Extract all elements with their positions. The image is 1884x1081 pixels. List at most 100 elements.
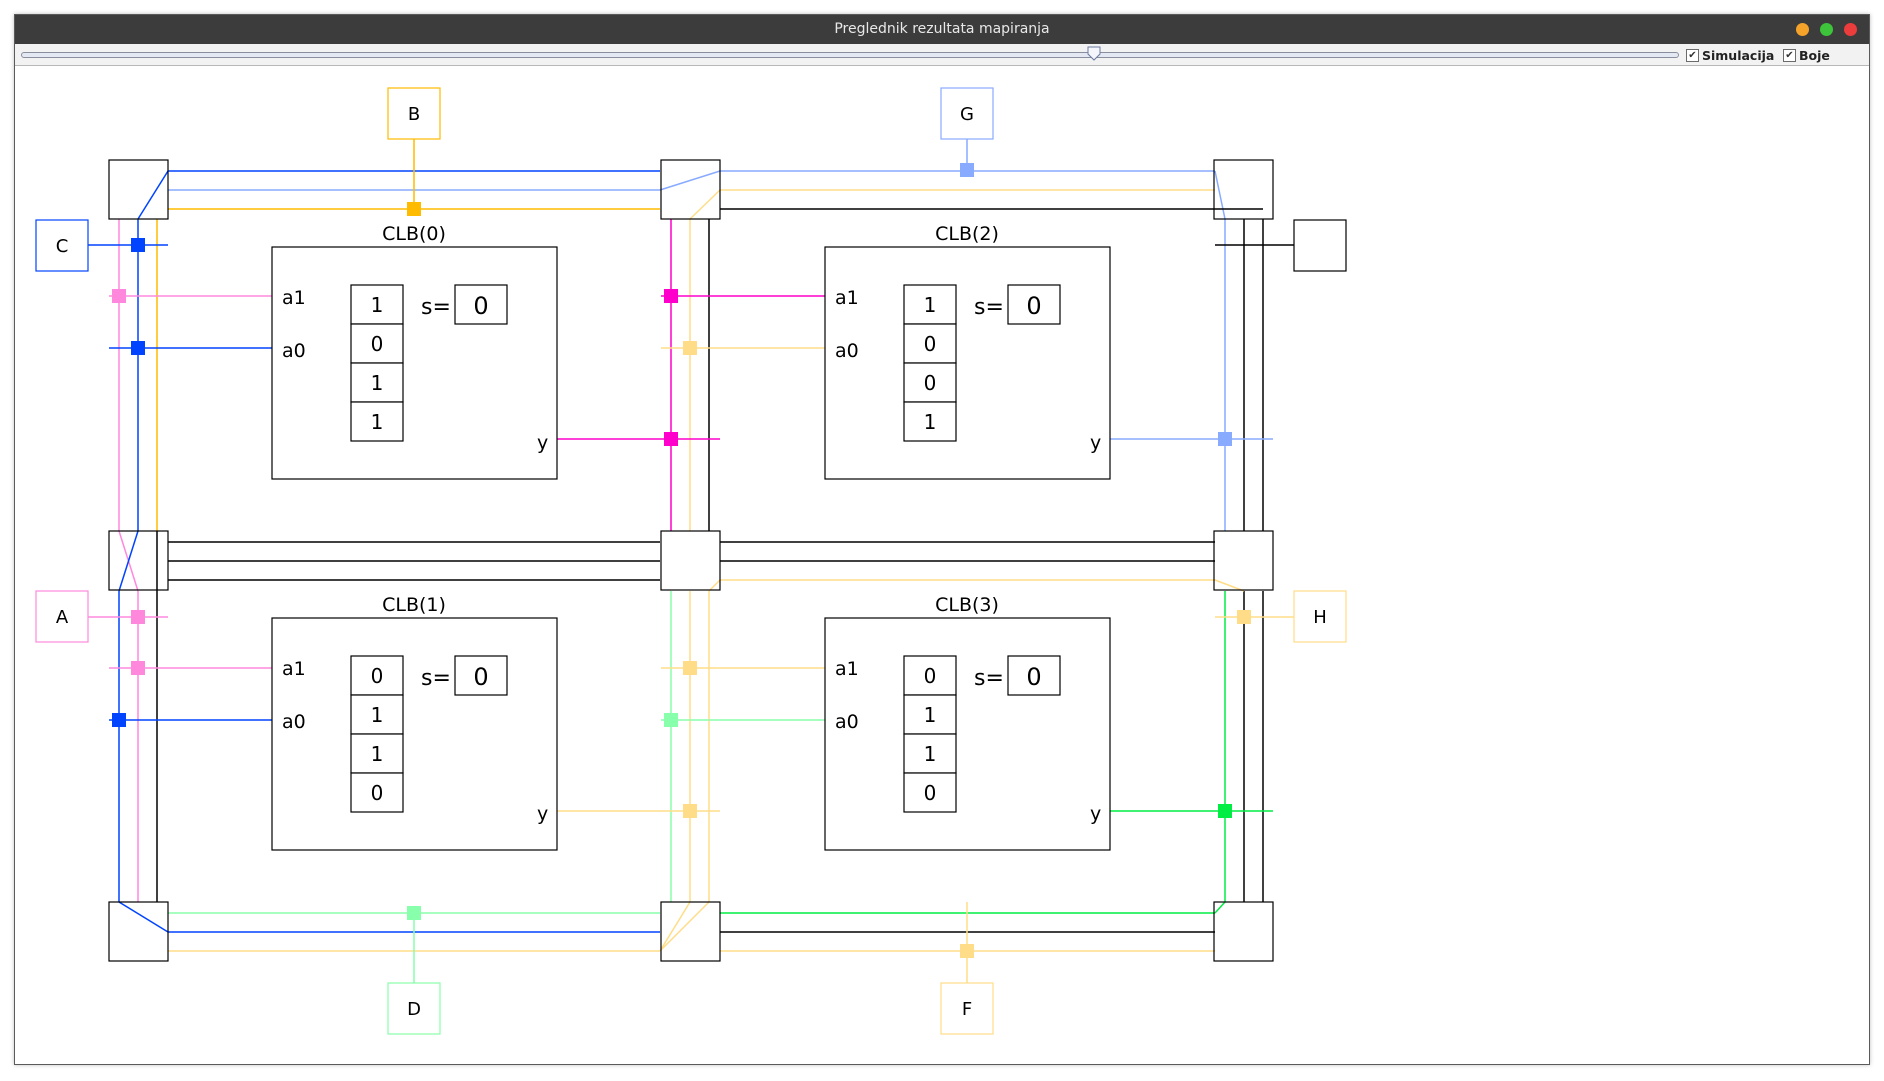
- switch-box: [108, 530, 169, 591]
- fpga-mapping-diagram: B G C A H D: [35, 87, 1347, 1035]
- lut-cell: 1: [924, 410, 937, 434]
- switch-box: [660, 530, 721, 591]
- lut-cell: 0: [371, 664, 384, 688]
- title-bar: Preglednik rezultata mapiranja: [15, 15, 1869, 44]
- lut-cell: 0: [924, 664, 937, 688]
- svg-text:A: A: [56, 607, 69, 628]
- state-value: 0: [1026, 292, 1041, 320]
- clb-0[interactable]: CLB(0) a1 a0 y s= 0 1 0 1 1: [271, 223, 558, 480]
- clb-title: CLB(2): [935, 223, 999, 245]
- app-window: Preglednik rezultata mapiranja ✔ Simulac…: [14, 14, 1870, 1065]
- input-label-a1: a1: [282, 658, 306, 680]
- toolbar: ✔ Simulacija ✔ Boje: [15, 44, 1869, 66]
- input-label-a0: a0: [835, 340, 859, 362]
- connection-point: [683, 661, 697, 675]
- clb-title: CLB(1): [382, 594, 446, 616]
- connection-point: [131, 238, 145, 252]
- lut-cell: 0: [371, 781, 384, 805]
- io-pin-g[interactable]: G: [940, 87, 994, 140]
- maximize-button[interactable]: [1820, 23, 1833, 36]
- io-pin-a[interactable]: A: [35, 590, 89, 643]
- simulacija-label: Simulacija: [1702, 48, 1775, 63]
- connection-point: [112, 713, 126, 727]
- svg-text:D: D: [407, 999, 421, 1020]
- switch-box: [660, 901, 721, 962]
- clb-3[interactable]: CLB(3) a1 a0 y s= 0 0 1 1 0: [824, 594, 1111, 851]
- window-title: Preglednik rezultata mapiranja: [834, 21, 1050, 37]
- switch-box: [1213, 530, 1274, 591]
- lut-table: [903, 284, 957, 442]
- lut-cell: 1: [371, 703, 384, 727]
- state-value: 0: [473, 292, 488, 320]
- simulation-slider[interactable]: [21, 52, 1679, 58]
- io-pin-c[interactable]: C: [35, 219, 89, 272]
- clb-title: CLB(0): [382, 223, 446, 245]
- connection-point: [407, 202, 421, 216]
- minimize-button[interactable]: [1796, 23, 1809, 36]
- connection-point: [131, 341, 145, 355]
- connection-point: [683, 341, 697, 355]
- connection-point: [664, 713, 678, 727]
- connection-point: [960, 944, 974, 958]
- clb-1[interactable]: CLB(1) a1 a0 y s= 0 0 1 1 0: [271, 594, 558, 851]
- connection-point: [664, 289, 678, 303]
- checkmark-icon[interactable]: ✔: [1686, 49, 1699, 62]
- connection-point: [1218, 432, 1232, 446]
- io-pin-unassigned[interactable]: [1293, 219, 1347, 272]
- connection-point: [664, 432, 678, 446]
- io-pin-h[interactable]: H: [1293, 590, 1347, 643]
- lut-cell: 0: [924, 332, 937, 356]
- io-pin-b[interactable]: B: [387, 87, 441, 140]
- connection-point: [131, 661, 145, 675]
- connection-point: [960, 163, 974, 177]
- switch-box: [1213, 901, 1274, 962]
- input-label-a0: a0: [282, 340, 306, 362]
- io-pin-f[interactable]: F: [940, 982, 994, 1035]
- lut-cell: 1: [924, 293, 937, 317]
- close-button[interactable]: [1844, 23, 1857, 36]
- output-label-y: y: [537, 803, 548, 825]
- svg-text:B: B: [408, 104, 420, 125]
- lut-cell: 0: [924, 781, 937, 805]
- input-label-a1: a1: [835, 287, 859, 309]
- output-label-y: y: [1090, 803, 1101, 825]
- input-label-a1: a1: [835, 658, 859, 680]
- connection-point: [1218, 804, 1232, 818]
- lut-cell: 1: [371, 371, 384, 395]
- svg-text:F: F: [962, 999, 972, 1020]
- state-label: s=: [974, 666, 1004, 691]
- input-label-a1: a1: [282, 287, 306, 309]
- output-label-y: y: [1090, 432, 1101, 454]
- lut-table: [350, 655, 404, 813]
- svg-text:H: H: [1313, 607, 1327, 628]
- svg-text:G: G: [960, 104, 974, 125]
- lut-cell: 1: [371, 293, 384, 317]
- boje-checkbox[interactable]: ✔ Boje: [1783, 48, 1830, 63]
- checkmark-icon[interactable]: ✔: [1783, 49, 1796, 62]
- lut-cell: 0: [371, 332, 384, 356]
- lut-cell: 0: [924, 371, 937, 395]
- lut-cell: 1: [371, 742, 384, 766]
- input-label-a0: a0: [282, 711, 306, 733]
- simulacija-checkbox[interactable]: ✔ Simulacija: [1686, 48, 1774, 63]
- output-label-y: y: [537, 432, 548, 454]
- io-pin-d[interactable]: D: [387, 982, 441, 1035]
- connection-point: [131, 610, 145, 624]
- clb-2[interactable]: CLB(2) a1 a0 y s= 0 1 0 0 1: [824, 223, 1111, 480]
- connection-point: [112, 289, 126, 303]
- lut-table: [903, 655, 957, 813]
- lut-table: [350, 284, 404, 442]
- input-label-a0: a0: [835, 711, 859, 733]
- switch-box: [1213, 159, 1274, 220]
- state-value: 0: [1026, 663, 1041, 691]
- boje-label: Boje: [1799, 48, 1830, 63]
- slider-thumb[interactable]: [1087, 46, 1101, 61]
- state-label: s=: [974, 295, 1004, 320]
- lut-cell: 1: [371, 410, 384, 434]
- state-label: s=: [421, 295, 451, 320]
- connection-point: [407, 906, 421, 920]
- state-label: s=: [421, 666, 451, 691]
- connection-point: [683, 804, 697, 818]
- switch-box: [108, 901, 169, 962]
- switch-box: [660, 159, 721, 220]
